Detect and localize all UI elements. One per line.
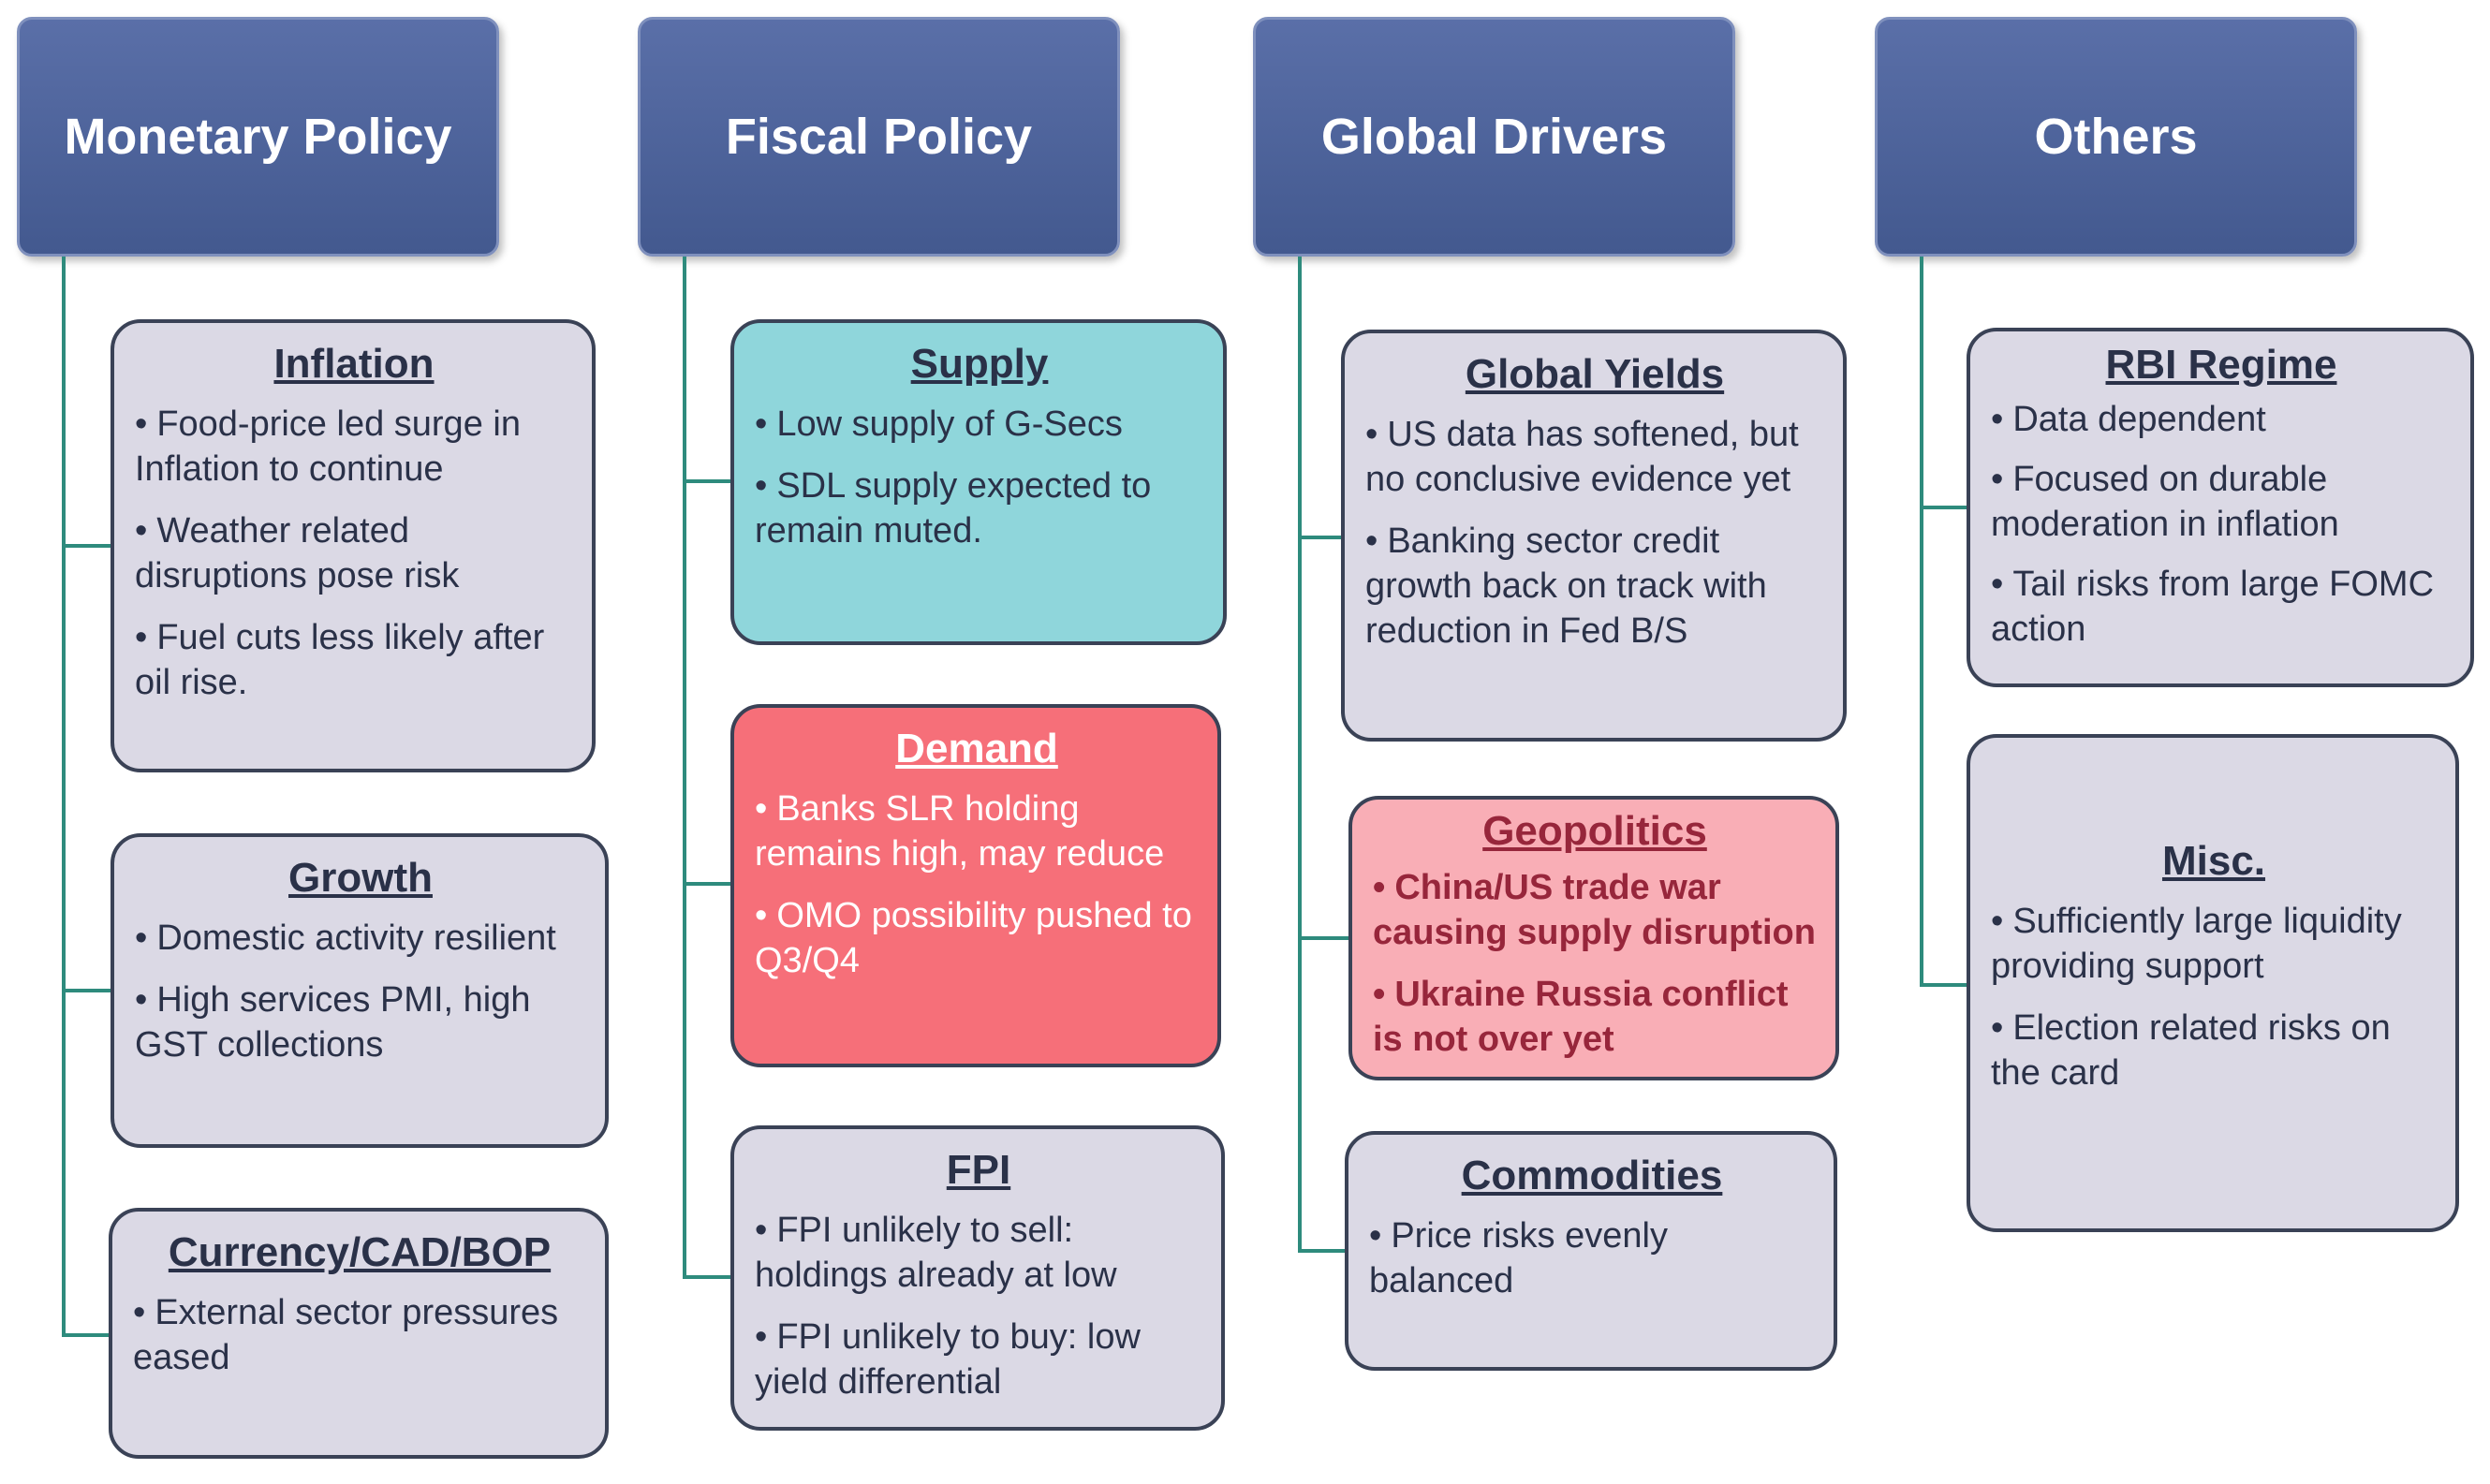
card-title-commodities: Commodities [1461,1153,1723,1198]
card-misc: Misc. •Sufficiently large liquidity prov… [1967,734,2459,1232]
card-title-supply: Supply [910,341,1049,387]
bullet-item: •Election related risks on the card [1991,1008,2391,1093]
card-title-growth: Growth [288,855,433,901]
connector-branch-growth [62,989,112,992]
bullet-item: •Sufficiently large liquidity providing … [1991,902,2402,986]
card-fpi: FPI •FPI unlikely to sell: holdings alre… [730,1125,1225,1431]
bullet-item: •SDL supply expected to remain muted. [755,466,1152,551]
connector-branch-supply [683,479,731,483]
connector-branch-inflation [62,544,112,548]
bullet-item: •Data dependent [1991,400,2266,439]
connector-branch-geopolitics [1298,936,1348,940]
bullet-item: •Food-price led surge in Inflation to co… [135,404,521,489]
card-title-inflation: Inflation [273,341,435,387]
header-global-drivers: Global Drivers [1253,17,1735,257]
connector-trunk-monetary [62,257,66,1335]
card-title-demand: Demand [895,726,1058,771]
card-currency-cad-bop: Currency/CAD/BOP •External sector pressu… [109,1208,609,1459]
card-supply: Supply •Low supply of G-Secs •SDL supply… [730,319,1227,645]
bullet-item: •Banking sector credit growth back on tr… [1365,522,1767,651]
connector-branch-currency [62,1333,111,1337]
connector-branch-rbi-regime [1920,506,1968,509]
card-inflation: Inflation •Food-price led surge in Infla… [111,319,596,772]
bullet-item: •Ukraine Russia conflict is not over yet [1373,975,1789,1059]
header-others: Others [1875,17,2357,257]
card-commodities: Commodities •Price risks evenly balanced [1345,1131,1837,1371]
bullet-item: •FPI unlikely to buy: low yield differen… [755,1317,1141,1402]
bullet-item: •OMO possibility pushed to Q3/Q4 [755,896,1192,980]
connector-branch-global-yields [1298,536,1343,539]
card-title-currency: Currency/CAD/BOP [168,1229,552,1275]
card-rbi-regime: RBI Regime •Data dependent •Focused on d… [1967,328,2474,687]
bullet-item: •China/US trade war causing supply disru… [1373,868,1816,952]
connector-branch-misc [1920,983,1968,987]
connector-trunk-fiscal [683,257,686,1279]
bullet-item: •Price risks evenly balanced [1369,1216,1668,1300]
card-growth: Growth •Domestic activity resilient •Hig… [111,833,609,1148]
connector-branch-commodities [1298,1249,1347,1253]
card-title-global-yields: Global Yields [1465,351,1725,397]
bullet-item: •External sector pressures eased [133,1293,559,1377]
connector-branch-demand [683,882,731,886]
bullet-item: •Banks SLR holding remains high, may red… [755,789,1165,874]
header-monetary-policy: Monetary Policy [17,17,499,257]
card-title-fpi: FPI [946,1147,1011,1193]
header-fiscal-policy: Fiscal Policy [638,17,1120,257]
card-geopolitics: Geopolitics •China/US trade war causing … [1348,796,1839,1080]
card-demand: Demand •Banks SLR holding remains high, … [730,704,1221,1067]
bullet-item: •High services PMI, high GST collections [135,980,531,1065]
connector-branch-fpi [683,1275,731,1279]
bullet-item: •Tail risks from large FOMC action [1991,565,2435,649]
connector-trunk-global [1298,257,1302,1253]
card-title-misc: Misc. [2161,838,2266,884]
card-title-rbi-regime: RBI Regime [2105,342,2337,388]
card-global-yields: Global Yields •US data has softened, but… [1341,330,1847,742]
bullet-item: •Fuel cuts less likely after oil rise. [135,618,545,702]
bullet-item: •Weather related disruptions pose risk [135,511,460,595]
bullet-item: •US data has softened, but no conclusive… [1365,415,1799,499]
bullet-item: •Domestic activity resilient [135,918,556,958]
connector-trunk-others [1920,257,1923,987]
bullet-item: •FPI unlikely to sell: holdings already … [755,1211,1117,1295]
card-title-geopolitics: Geopolitics [1482,808,1707,854]
bullet-item: •Low supply of G-Secs [755,404,1123,444]
bullet-item: •Focused on durable moderation in inflat… [1991,460,2339,544]
